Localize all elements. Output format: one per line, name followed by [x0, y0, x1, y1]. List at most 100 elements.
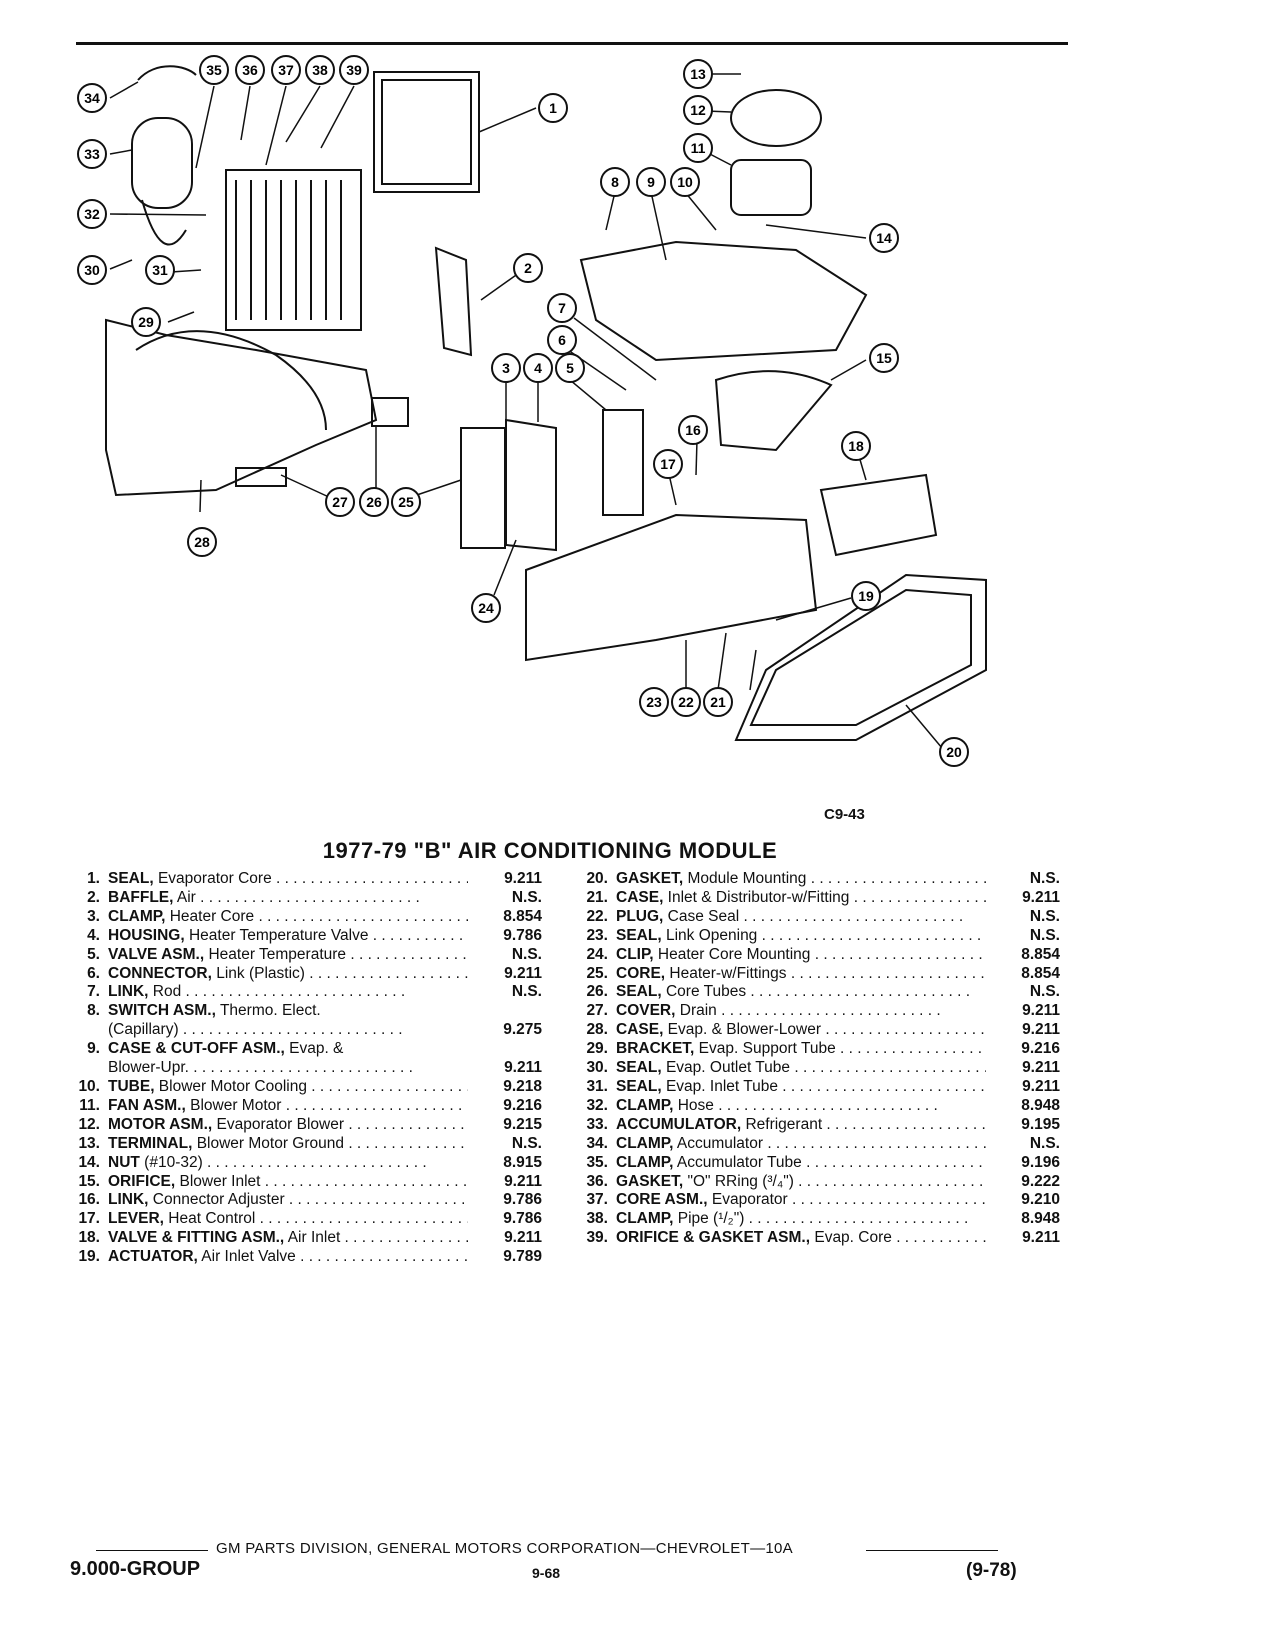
- part-name: FAN ASM.,: [108, 1096, 186, 1114]
- part-name: NUT: [108, 1153, 140, 1171]
- part-detail: Blower Motor Ground . . . . . . . . . . …: [196, 1134, 468, 1152]
- part-number: 12.: [78, 1115, 100, 1133]
- callout-label: 10: [677, 174, 693, 190]
- part-name: CASE,: [616, 1021, 664, 1039]
- part-row: 28.CASE, Evap. & Blower-Lower . . . . . …: [580, 1021, 1060, 1040]
- part-number: 39.: [586, 1229, 608, 1247]
- part-detail: Evap. Support Tube . . . . . . . . . . .…: [698, 1040, 986, 1058]
- part-row: 38.CLAMP, Pipe (¹/₂") . . . . . . . . . …: [580, 1210, 1060, 1229]
- part-row: 19.ACTUATOR, Air Inlet Valve . . . . . .…: [72, 1248, 542, 1267]
- part-detail: Air . . . . . . . . . . . . . . . . . . …: [173, 888, 420, 906]
- part-description: LEVER, Heat Control . . . . . . . . . . …: [108, 1210, 468, 1229]
- part-detail: Heater-w/Fittings . . . . . . . . . . . …: [665, 964, 986, 982]
- part-name: CLAMP,: [616, 1096, 674, 1114]
- part-number: 37.: [586, 1191, 608, 1209]
- callout-2: 2: [513, 253, 543, 283]
- part-name: VALVE ASM.,: [108, 945, 205, 963]
- part-group-code: 9.211: [504, 1059, 542, 1077]
- part-group-code: 9.196: [1021, 1153, 1060, 1171]
- part-row: 13.TERMINAL, Blower Motor Ground . . . .…: [72, 1135, 542, 1154]
- part-row: 33.ACCUMULATOR, Refrigerant . . . . . . …: [580, 1116, 1060, 1135]
- part-name: TERMINAL,: [108, 1134, 193, 1152]
- part-detail: Connector Adjuster . . . . . . . . . . .…: [152, 1191, 468, 1209]
- callout-label: 14: [876, 230, 892, 246]
- part-group-code: 9.211: [504, 1229, 542, 1247]
- part-row: 0.Blower-Upr. . . . . . . . . . . . . . …: [72, 1059, 542, 1078]
- part-name: HOUSING,: [108, 926, 185, 944]
- part-name: BRACKET,: [616, 1040, 695, 1058]
- part-row: 11.FAN ASM., Blower Motor . . . . . . . …: [72, 1097, 542, 1116]
- callout-label: 8: [611, 174, 619, 190]
- footer-division: GM PARTS DIVISION, GENERAL MOTORS CORPOR…: [214, 1540, 795, 1557]
- part-number: 5.: [87, 945, 100, 963]
- part-row: 5.VALVE ASM., Heater Temperature . . . .…: [72, 946, 542, 965]
- part-group-code: 9.211: [1022, 1229, 1060, 1247]
- callout-label: 24: [478, 600, 494, 616]
- part-name: CLAMP,: [616, 1153, 674, 1171]
- part-detail: Evap. Outlet Tube . . . . . . . . . . . …: [661, 1059, 986, 1077]
- callout-22: 22: [671, 687, 701, 717]
- part-group-code: 8.948: [1021, 1096, 1060, 1114]
- part-description: BRACKET, Evap. Support Tube . . . . . . …: [616, 1040, 986, 1059]
- footer-rule: [96, 1550, 1028, 1551]
- callout-27: 27: [325, 487, 355, 517]
- part-group-code: N.S.: [1029, 870, 1060, 887]
- page-number: 9-68: [532, 1565, 561, 1581]
- part-description: ORIFICE, Blower Inlet . . . . . . . . . …: [108, 1173, 468, 1192]
- part-row: 9.CASE & CUT-OFF ASM., Evap. &: [72, 1040, 542, 1059]
- part-row: 18.VALVE & FITTING ASM., Air Inlet . . .…: [72, 1229, 542, 1248]
- figure-code: C9-43: [824, 806, 865, 823]
- callout-label: 11: [691, 140, 706, 156]
- revision-date: (9-78): [966, 1560, 1017, 1581]
- part-number: 10.: [78, 1077, 100, 1095]
- callout-31: 31: [145, 255, 175, 285]
- callout-6: 6: [547, 325, 577, 355]
- callout-35: 35: [199, 55, 229, 85]
- part-detail: Evaporator Blower . . . . . . . . . . . …: [216, 1115, 469, 1133]
- part-number: 32.: [586, 1096, 608, 1114]
- part-description: VALVE & FITTING ASM., Air Inlet . . . . …: [108, 1229, 468, 1248]
- callout-34: 34: [77, 83, 107, 113]
- callout-label: 33: [84, 146, 100, 162]
- part-group-code: N.S.: [511, 888, 542, 906]
- part-name: LEVER,: [108, 1210, 164, 1228]
- part-name: COVER,: [616, 1002, 676, 1020]
- part-description: (Capillary) . . . . . . . . . . . . . . …: [108, 1021, 468, 1040]
- callout-label: 32: [84, 206, 100, 222]
- callout-38: 38: [305, 55, 335, 85]
- part-group-code: 9.216: [1021, 1040, 1060, 1058]
- callout-15: 15: [869, 343, 899, 373]
- callout-18: 18: [841, 431, 871, 461]
- part-detail: Rod . . . . . . . . . . . . . . . . . . …: [148, 983, 406, 1001]
- part-group-code: 9.215: [503, 1115, 542, 1133]
- callout-39: 39: [339, 55, 369, 85]
- part-row: 32.CLAMP, Hose . . . . . . . . . . . . .…: [580, 1097, 1060, 1116]
- callout-5: 5: [555, 353, 585, 383]
- callout-10: 10: [670, 167, 700, 197]
- callout-24: 24: [471, 593, 501, 623]
- callout-label: 4: [534, 360, 542, 376]
- part-description: ORIFICE & GASKET ASM., Evap. Core . . . …: [616, 1229, 986, 1248]
- callout-17: 17: [653, 449, 683, 479]
- callout-4: 4: [523, 353, 553, 383]
- part-row: 27.COVER, Drain . . . . . . . . . . . . …: [580, 1002, 1060, 1021]
- part-name: CASE,: [616, 888, 664, 906]
- part-group-code: 9.789: [503, 1248, 542, 1266]
- callout-label: 25: [398, 494, 414, 510]
- part-number: 28.: [586, 1021, 608, 1039]
- part-description: LINK, Rod . . . . . . . . . . . . . . . …: [108, 983, 468, 1002]
- part-number: 2.: [87, 888, 100, 906]
- part-number: 25.: [586, 964, 608, 982]
- part-description: FAN ASM., Blower Motor . . . . . . . . .…: [108, 1097, 468, 1116]
- part-number: 17.: [78, 1210, 100, 1228]
- part-number: 19.: [78, 1248, 100, 1266]
- part-detail: Thermo. Elect.: [215, 1002, 321, 1020]
- callout-label: 18: [848, 438, 864, 454]
- callout-label: 3: [502, 360, 510, 376]
- part-row: 36.GASKET, "O" RRing (³/₄") . . . . . . …: [580, 1173, 1060, 1192]
- part-name: CLAMP,: [108, 907, 166, 925]
- callout-28: 28: [187, 527, 217, 557]
- callout-label: 26: [366, 494, 382, 510]
- part-number: 16.: [78, 1191, 100, 1209]
